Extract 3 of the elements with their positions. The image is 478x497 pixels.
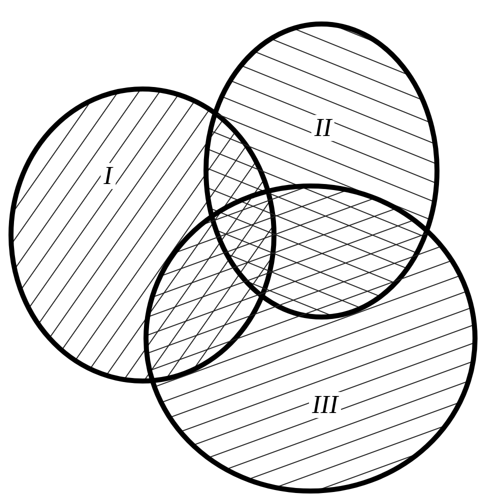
region-label: II: [311, 115, 335, 141]
region-label: III: [309, 392, 341, 418]
region-label: I: [100, 163, 116, 189]
